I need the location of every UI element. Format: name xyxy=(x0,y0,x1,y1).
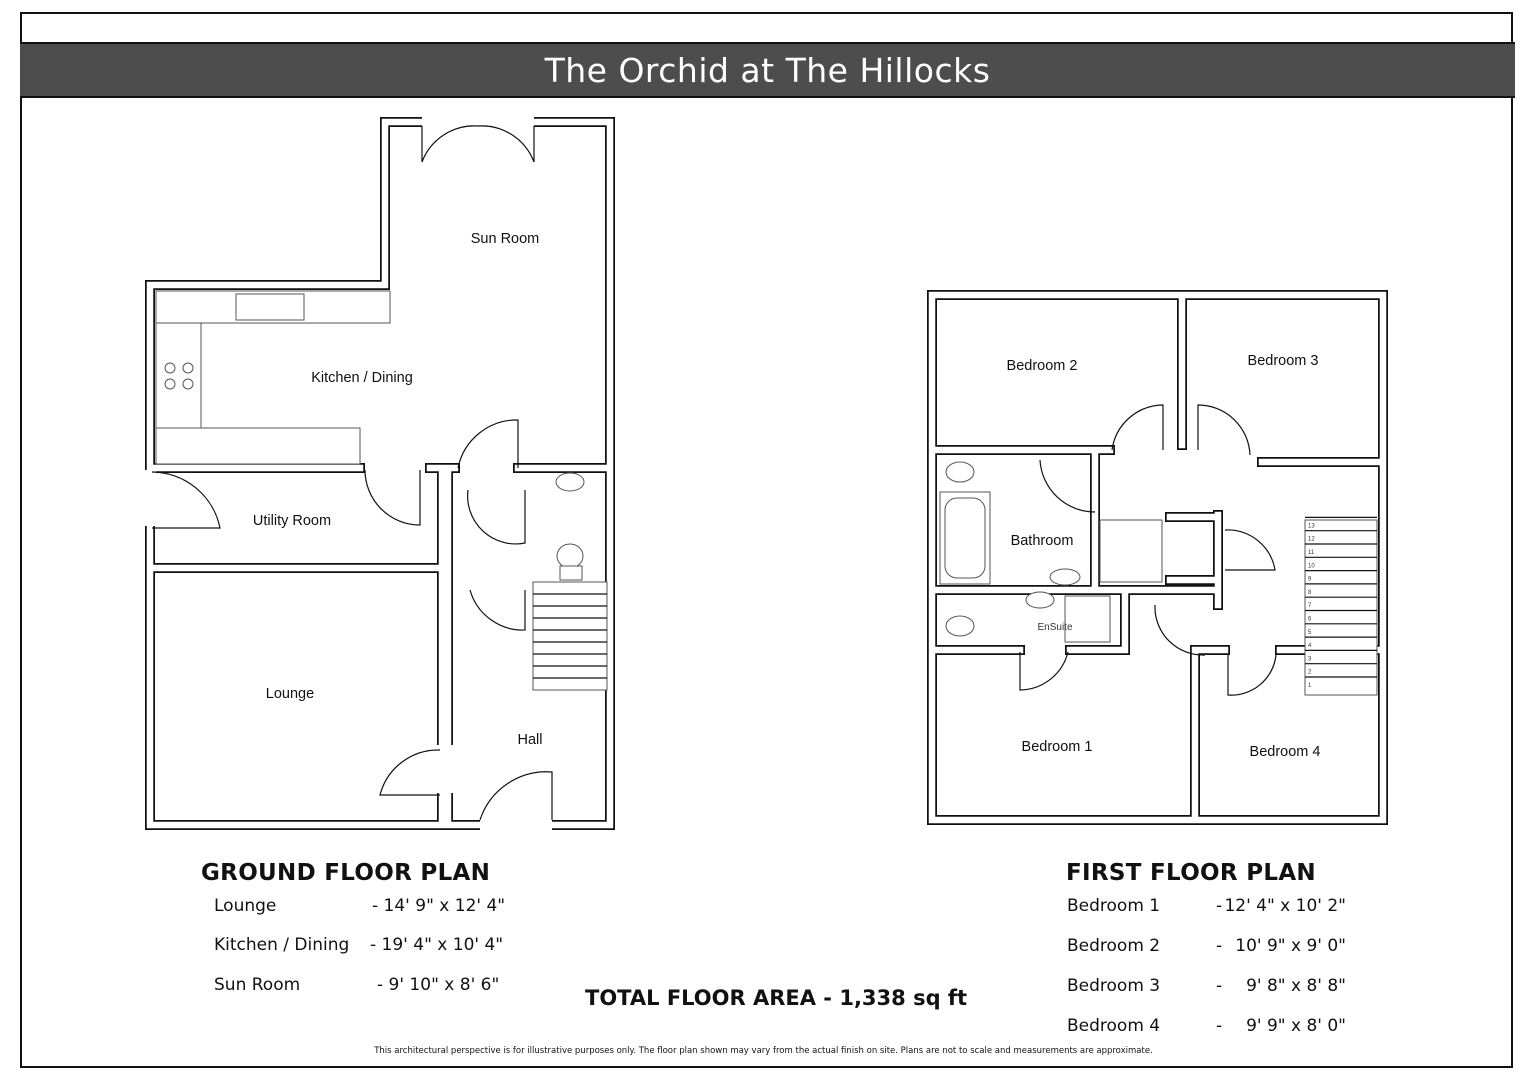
ff-room-size: 9' 9" x 8' 0" xyxy=(1246,1016,1346,1036)
stair-number: 2 xyxy=(1308,670,1312,676)
stair-number: 5 xyxy=(1308,630,1312,636)
ff-dash: - xyxy=(1216,936,1223,956)
gf-room-name: Sun Room xyxy=(214,975,301,995)
stair-number: 8 xyxy=(1308,590,1312,596)
gf-room-size: - 9' 10" x 8' 6" xyxy=(377,975,500,995)
ff-room-name: Bedroom 1 xyxy=(1067,896,1161,916)
stair-number: 10 xyxy=(1308,563,1315,569)
stair-number: 13 xyxy=(1308,523,1315,529)
ground-floor-doors xyxy=(151,125,553,821)
ff-dash: - xyxy=(1216,976,1223,996)
gf-room-name: Lounge xyxy=(214,896,277,916)
stair-number: 4 xyxy=(1308,643,1312,649)
ground-floor-walls xyxy=(144,116,615,832)
room-label-bathroom: Bathroom xyxy=(1011,533,1074,549)
room-label-bedroom-4: Bedroom 4 xyxy=(1250,744,1321,760)
ff-room-size: 9' 8" x 8' 8" xyxy=(1246,976,1346,996)
gf-room-size: - 14' 9" x 12' 4" xyxy=(372,896,506,916)
ff-room-size: 12' 4" x 10' 2" xyxy=(1224,896,1346,916)
room-label-sun-room: Sun Room xyxy=(471,231,540,247)
ff-dash: - xyxy=(1216,1016,1223,1036)
disclaimer: This architectural perspective is for il… xyxy=(374,1046,1153,1056)
ground-floor-schedule: GROUND FLOOR PLAN Lounge - 14' 9" x 12' … xyxy=(201,860,521,1000)
ff-room-size: 10' 9" x 9' 0" xyxy=(1235,936,1346,956)
ff-room-name: Bedroom 2 xyxy=(1067,936,1161,956)
stair-number: 9 xyxy=(1308,577,1312,583)
first-floor-doors xyxy=(1019,404,1277,696)
stair-number: 11 xyxy=(1308,550,1315,556)
first-floor-heading: FIRST FLOOR PLAN xyxy=(1066,860,1316,886)
first-floor-schedule: FIRST FLOOR PLAN Bedroom 1-12' 4" x 10' … xyxy=(1066,860,1366,1040)
stair-number: 3 xyxy=(1308,656,1312,662)
stair-number: 1 xyxy=(1308,683,1312,689)
room-labels: Sun Room Kitchen / Dining Utility Room L… xyxy=(253,231,1321,760)
room-label-utility: Utility Room xyxy=(253,513,331,529)
ground-floor-staircase xyxy=(532,581,608,691)
room-label-lounge: Lounge xyxy=(266,686,314,702)
room-label-hall: Hall xyxy=(518,732,543,748)
ground-floor-heading: GROUND FLOOR PLAN xyxy=(201,860,491,886)
room-label-kitchen: Kitchen / Dining xyxy=(311,370,413,386)
gf-room-name: Kitchen / Dining xyxy=(214,935,350,955)
title-banner: The Orchid at The Hillocks xyxy=(20,42,1515,98)
ff-room-name: Bedroom 3 xyxy=(1067,976,1161,996)
ff-dash: - xyxy=(1216,896,1223,916)
room-label-bedroom-1: Bedroom 1 xyxy=(1022,739,1093,755)
stair-number: 7 xyxy=(1308,603,1312,609)
total-floor-area: TOTAL FLOOR AREA - 1,338 sq ft xyxy=(585,986,968,1010)
page-title: The Orchid at The Hillocks xyxy=(544,50,991,90)
ff-room-name: Bedroom 4 xyxy=(1067,1016,1161,1036)
room-label-bedroom-3: Bedroom 3 xyxy=(1248,353,1319,369)
room-label-ensuite: EnSuite xyxy=(1037,622,1072,633)
gf-room-size: - 19' 4" x 10' 4" xyxy=(370,935,504,955)
stair-number: 12 xyxy=(1308,537,1315,543)
room-label-bedroom-2: Bedroom 2 xyxy=(1007,358,1078,374)
ground-floor-fixtures xyxy=(155,290,608,691)
page-frame xyxy=(20,12,1513,1068)
stair-number: 6 xyxy=(1308,617,1312,623)
